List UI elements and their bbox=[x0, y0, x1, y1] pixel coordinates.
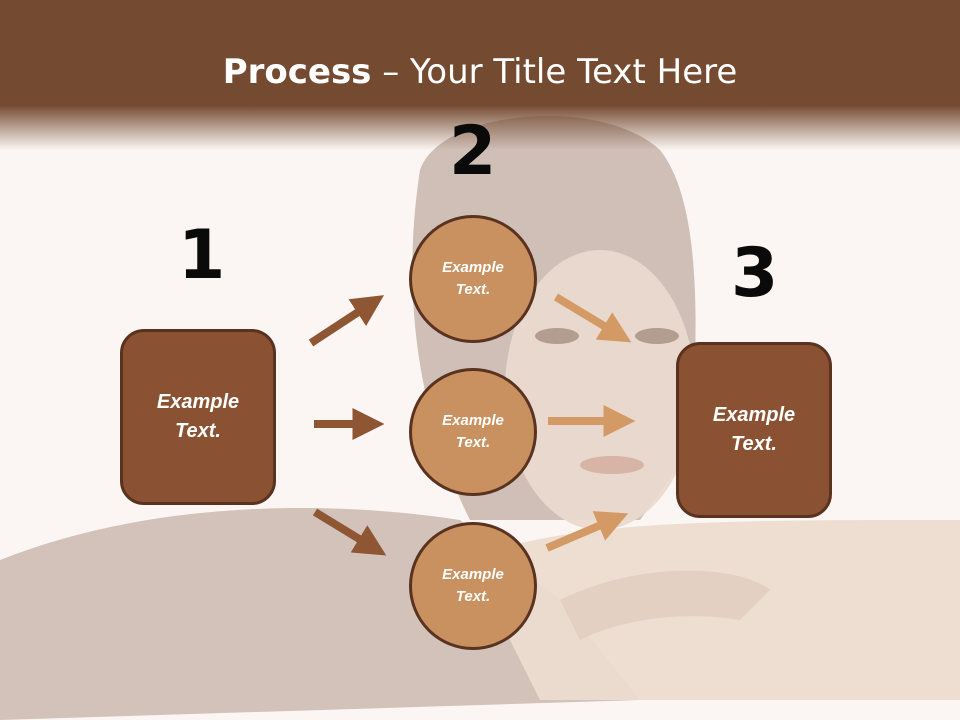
arrow-1-to-2-bottom bbox=[312, 508, 387, 556]
title-rest: – Your Title Text Here bbox=[371, 52, 738, 92]
step3-box-label: Example Text. bbox=[712, 404, 796, 455]
step-number-2: 2 bbox=[449, 112, 497, 191]
step-number-1: 1 bbox=[178, 216, 226, 295]
step1-box: Example Text. bbox=[120, 329, 276, 505]
step2-circle-bottom-label: Example Text. bbox=[442, 565, 504, 606]
slide-title: Process – Your Title Text Here bbox=[0, 52, 960, 92]
step2-circle-bottom: Example Text. bbox=[409, 522, 537, 650]
title-banner bbox=[0, 0, 960, 150]
title-bold: Process bbox=[222, 52, 372, 92]
step-number-3: 3 bbox=[731, 234, 779, 313]
step2-circle-middle-label: Example Text. bbox=[442, 411, 504, 452]
step2-circle-middle: Example Text. bbox=[409, 368, 537, 496]
step3-box: Example Text. bbox=[676, 342, 832, 518]
arrow-2-to-3-bottom bbox=[545, 511, 629, 552]
step1-box-label: Example Text. bbox=[156, 391, 240, 442]
arrow-2-to-3-top bbox=[553, 293, 632, 343]
step2-circle-top: Example Text. bbox=[409, 215, 537, 343]
step2-circle-top-label: Example Text. bbox=[442, 258, 504, 299]
arrow-1-to-2-top bbox=[308, 295, 385, 347]
